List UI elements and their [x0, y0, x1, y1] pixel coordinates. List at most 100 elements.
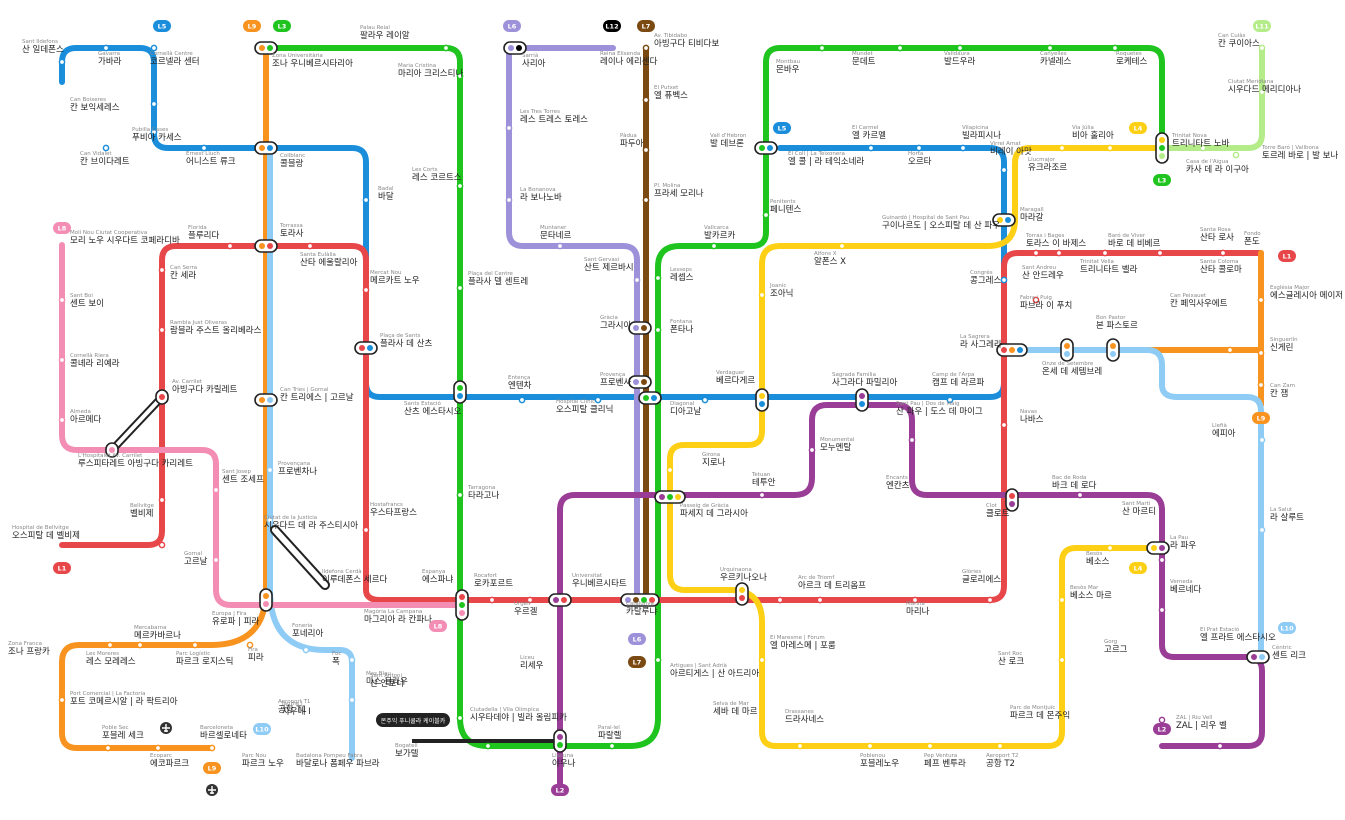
- interchange-station[interactable]: [855, 388, 869, 412]
- station-stop[interactable]: [136, 641, 144, 649]
- station-stop[interactable]: [654, 656, 662, 664]
- station-stop[interactable]: [1000, 166, 1008, 174]
- interchange-station[interactable]: [754, 141, 778, 155]
- station-stop[interactable]: [1219, 249, 1227, 257]
- station-stop[interactable]: [158, 266, 166, 274]
- station-stop[interactable]: [1032, 249, 1040, 257]
- station-stop[interactable]: [104, 744, 112, 752]
- station-stop[interactable]: [484, 742, 492, 750]
- interchange-station[interactable]: [354, 341, 378, 355]
- station-stop[interactable]: [1055, 249, 1063, 257]
- station-stop[interactable]: [633, 276, 641, 284]
- interchange-station[interactable]: [503, 41, 527, 55]
- station-stop[interactable]: [456, 182, 464, 190]
- station-stop[interactable]: [1158, 556, 1166, 564]
- station-stop[interactable]: [226, 242, 234, 250]
- station-stop[interactable]: [1032, 296, 1040, 304]
- station-stop[interactable]: [666, 466, 674, 474]
- station-stop[interactable]: [362, 196, 370, 204]
- interchange-station[interactable]: [455, 589, 469, 621]
- station-stop[interactable]: [1076, 491, 1084, 499]
- station-stop[interactable]: [1106, 144, 1114, 152]
- station-stop[interactable]: [200, 144, 208, 152]
- station-stop[interactable]: [816, 596, 824, 604]
- station-stop[interactable]: [348, 656, 356, 664]
- station-stop[interactable]: [908, 436, 916, 444]
- station-stop[interactable]: [362, 286, 370, 294]
- interchange-station[interactable]: [553, 729, 567, 753]
- station-stop[interactable]: [896, 44, 904, 52]
- station-stop[interactable]: [1058, 656, 1066, 664]
- interchange-station[interactable]: [735, 582, 749, 606]
- station-stop[interactable]: [701, 396, 709, 404]
- station-stop[interactable]: [654, 274, 662, 282]
- station-stop[interactable]: [1156, 249, 1164, 257]
- station-stop[interactable]: [348, 696, 356, 704]
- station-stop[interactable]: [642, 44, 650, 52]
- station-stop[interactable]: [926, 742, 934, 750]
- station-stop[interactable]: [642, 146, 650, 154]
- interchange-station[interactable]: [1146, 541, 1170, 555]
- station-stop[interactable]: [710, 242, 718, 250]
- station-stop[interactable]: [796, 742, 804, 750]
- station-stop[interactable]: [1000, 421, 1008, 429]
- interchange-station[interactable]: [992, 213, 1016, 227]
- station-stop[interactable]: [1058, 596, 1066, 604]
- station-stop[interactable]: [212, 556, 220, 564]
- station-stop[interactable]: [608, 742, 616, 750]
- station-stop[interactable]: [266, 516, 274, 524]
- station-stop[interactable]: [58, 356, 66, 364]
- station-stop[interactable]: [526, 596, 534, 604]
- station-stop[interactable]: [758, 491, 766, 499]
- station-stop[interactable]: [1258, 44, 1266, 52]
- interchange-station[interactable]: [654, 490, 686, 504]
- interchange-station[interactable]: [105, 442, 119, 458]
- interchange-station[interactable]: [254, 239, 278, 253]
- station-stop[interactable]: [1199, 144, 1207, 152]
- station-stop[interactable]: [150, 128, 158, 136]
- station-stop[interactable]: [102, 144, 110, 152]
- interchange-station[interactable]: [254, 41, 278, 55]
- station-stop[interactable]: [1258, 88, 1266, 96]
- station-stop[interactable]: [306, 242, 314, 250]
- station-stop[interactable]: [158, 541, 166, 549]
- station-stop[interactable]: [302, 646, 310, 654]
- station-stop[interactable]: [488, 596, 496, 604]
- station-stop[interactable]: [1257, 381, 1265, 389]
- station-stop[interactable]: [150, 100, 158, 108]
- station-stop[interactable]: [1232, 151, 1240, 159]
- station-stop[interactable]: [946, 396, 954, 404]
- station-stop[interactable]: [58, 296, 66, 304]
- interchange-station[interactable]: [254, 141, 278, 155]
- station-stop[interactable]: [1258, 436, 1266, 444]
- station-stop[interactable]: [456, 714, 464, 722]
- station-stop[interactable]: [154, 744, 162, 752]
- station-stop[interactable]: [1058, 144, 1066, 152]
- interchange-station[interactable]: [453, 380, 467, 404]
- station-stop[interactable]: [556, 242, 564, 250]
- station-stop[interactable]: [1046, 44, 1054, 52]
- station-stop[interactable]: [158, 326, 166, 334]
- station-stop[interactable]: [642, 196, 650, 204]
- interchange-station[interactable]: [259, 588, 273, 612]
- station-stop[interactable]: [1257, 349, 1265, 357]
- station-stop[interactable]: [212, 486, 220, 494]
- interchange-station[interactable]: [155, 389, 169, 405]
- station-stop[interactable]: [456, 491, 464, 499]
- station-stop[interactable]: [911, 596, 919, 604]
- station-stop[interactable]: [642, 96, 650, 104]
- interchange-station[interactable]: [620, 593, 660, 607]
- station-stop[interactable]: [518, 396, 526, 404]
- station-stop[interactable]: [191, 641, 199, 649]
- station-stop[interactable]: [594, 396, 602, 404]
- station-stop[interactable]: [1226, 346, 1234, 354]
- interchange-station[interactable]: [638, 391, 662, 405]
- interchange-station[interactable]: [1005, 488, 1019, 512]
- station-stop[interactable]: [266, 466, 274, 474]
- interchange-station[interactable]: [1155, 132, 1169, 164]
- station-stop[interactable]: [838, 242, 846, 250]
- interchange-station[interactable]: [1246, 650, 1270, 664]
- station-stop[interactable]: [1257, 296, 1265, 304]
- station-stop[interactable]: [102, 44, 110, 52]
- station-stop[interactable]: [58, 58, 66, 66]
